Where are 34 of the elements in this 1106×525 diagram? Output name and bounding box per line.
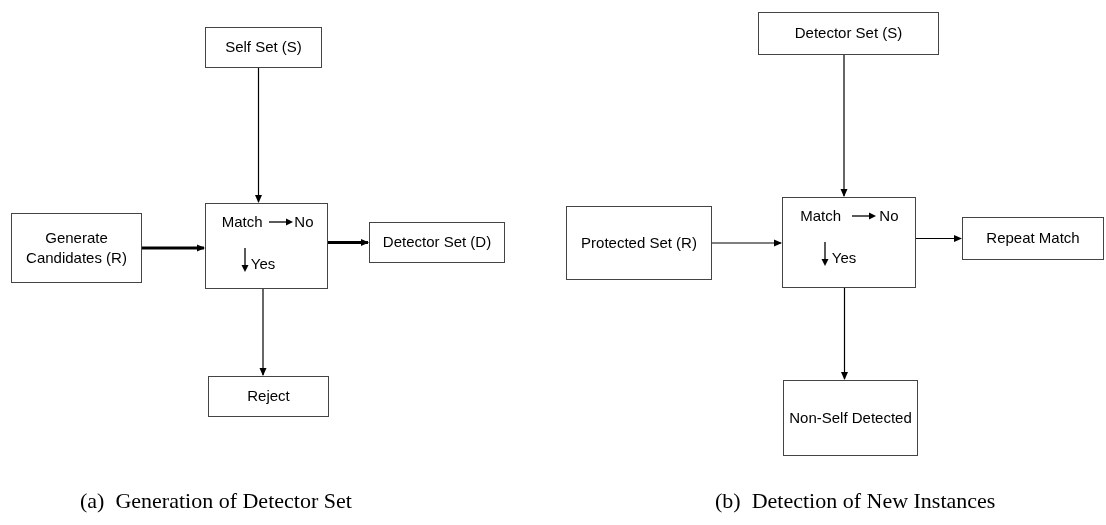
node-text: Match xyxy=(800,208,841,223)
node-text: Protected Set (R) xyxy=(581,232,697,253)
arrow xyxy=(915,235,962,242)
node-text: Detector Set (S) xyxy=(794,23,903,44)
node-text: Reject xyxy=(247,386,290,407)
decision-box xyxy=(205,203,328,289)
node-text: Match xyxy=(221,214,263,229)
process-box xyxy=(11,213,142,283)
figure-caption: (a) Generation of Detector Set xyxy=(80,490,352,512)
arrow xyxy=(255,67,262,203)
process-box xyxy=(962,217,1104,260)
process-box xyxy=(783,380,918,456)
process-box xyxy=(205,27,322,68)
node-text: Yes xyxy=(250,256,276,271)
decision-box xyxy=(782,197,916,288)
arrow xyxy=(328,239,369,246)
process-box xyxy=(369,222,505,263)
arrow xyxy=(142,244,205,252)
figure-caption: (b) Detection of New Instances xyxy=(715,490,996,512)
node-text: Yes xyxy=(831,250,857,265)
node-text: Detector Set (D) xyxy=(382,232,492,253)
node-text: Generate Candidates (R) xyxy=(25,227,128,268)
node-text: No xyxy=(879,208,899,223)
node-text: No xyxy=(294,214,314,229)
arrow xyxy=(259,288,267,376)
process-box xyxy=(208,376,329,417)
process-box xyxy=(758,12,939,55)
node-text: Self Set (S) xyxy=(225,37,302,58)
arrow xyxy=(841,287,848,380)
arrow xyxy=(711,239,782,247)
arrow xyxy=(840,54,848,197)
process-box xyxy=(566,206,712,280)
node-text: Repeat Match xyxy=(986,228,1080,249)
node-text: Non-Self Detected xyxy=(789,407,912,428)
